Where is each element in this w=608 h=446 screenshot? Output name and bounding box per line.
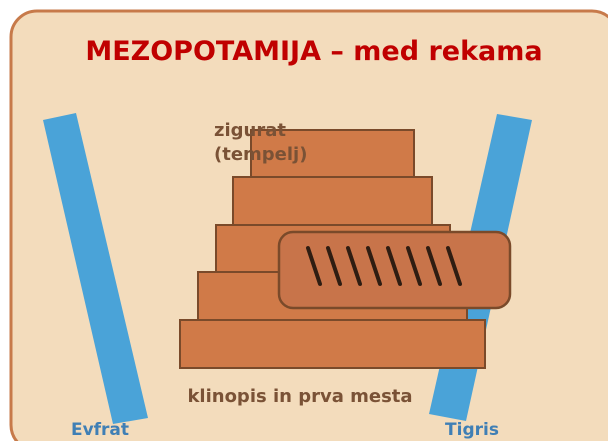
ziggurat-tier-1 xyxy=(180,320,485,368)
ziggurat-label-line-1: zigurat xyxy=(214,120,286,141)
river-label-tigris: Tigris xyxy=(445,420,499,440)
ziggurat-tier-4 xyxy=(233,177,432,225)
diagram-caption: klinopis in prva mesta xyxy=(187,386,412,407)
clay-tablet xyxy=(279,232,510,308)
river-label-euphrates: Evfrat xyxy=(71,420,129,440)
diagram-title: MEZOPOTAMIJA – med rekama xyxy=(85,36,542,67)
ziggurat-label-line-2: (tempelj) xyxy=(214,144,307,165)
